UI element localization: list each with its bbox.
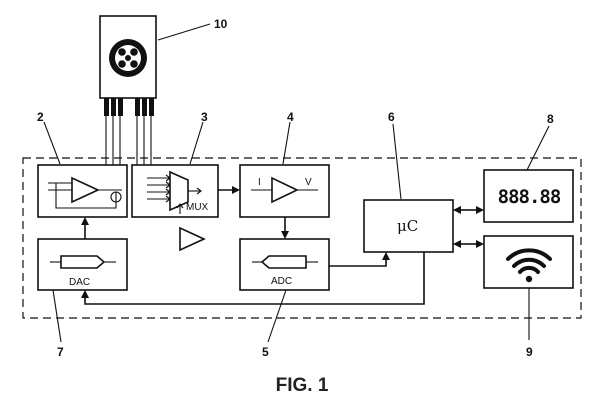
- figure-caption: FIG. 1: [276, 375, 329, 396]
- system-enclosure-dashed: [22, 157, 582, 319]
- numeral-9: 9: [526, 345, 533, 359]
- sensor-chip: [99, 15, 157, 165]
- numeral-4: 4: [287, 110, 294, 124]
- display-block: 888.88: [483, 169, 574, 223]
- iv-input-label: I: [258, 177, 261, 188]
- numeral-2: 2: [37, 110, 44, 124]
- dac-symbol-icon: [60, 255, 106, 269]
- buffer-triangle-icon: [179, 226, 206, 252]
- numeral-8: 8: [547, 112, 554, 126]
- mux-symbol-icon: [169, 170, 189, 212]
- iv-output-label: V: [305, 177, 312, 188]
- display-readout: 888.88: [498, 186, 561, 208]
- numeral-3: 3: [201, 110, 208, 124]
- dac-label: DAC: [69, 277, 90, 288]
- amplifier-block: [37, 164, 128, 218]
- microcontroller-label: μC: [397, 217, 418, 235]
- iv-converter-block: I V: [239, 164, 330, 218]
- multiplexer-block: MUX: [131, 164, 219, 218]
- wireless-block: [483, 235, 574, 289]
- adc-block: ADC: [239, 238, 330, 291]
- adc-label: ADC: [271, 276, 292, 287]
- numeral-7: 7: [57, 345, 64, 359]
- mux-label: MUX: [186, 202, 209, 213]
- sensor-disc-icon: [109, 39, 147, 77]
- numeral-6: 6: [388, 110, 395, 124]
- wifi-icon: [506, 248, 552, 283]
- numeral-5: 5: [262, 345, 269, 359]
- microcontroller-block: μC: [363, 199, 454, 253]
- numeral-10: 10: [214, 17, 228, 31]
- dac-block: DAC: [37, 238, 128, 291]
